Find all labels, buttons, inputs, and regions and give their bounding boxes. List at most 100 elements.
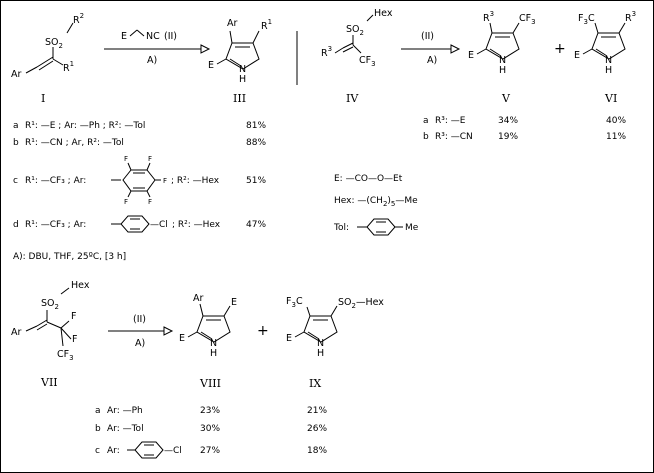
svg-text:b: b — [95, 424, 101, 434]
svg-text:Ar: Ar — [11, 327, 21, 338]
svg-text:E: E — [208, 60, 214, 71]
svg-text:Ar: Ar — [193, 293, 203, 304]
svg-text:E: E — [286, 333, 292, 344]
reaction-arrow-1: A) — [104, 44, 211, 66]
svg-text:E: E — [121, 31, 127, 42]
legend-E: E: —CO—O—Et — [334, 174, 403, 184]
chlorophenyl-ring — [111, 215, 150, 233]
svg-text:Hex: Hex — [374, 8, 393, 19]
legend-Hex: Hex: —(CH2)5—Me — [334, 196, 418, 208]
svg-text:R³: —CN: R³: —CN — [435, 132, 473, 142]
svg-text:b: b — [13, 138, 19, 148]
compound-VI-label: VI — [604, 92, 617, 105]
svg-text:21%: 21% — [307, 406, 327, 416]
svg-text:R3: R3 — [625, 10, 636, 24]
svg-text:b: b — [423, 132, 429, 142]
reagent-II-1: E NC (II) — [121, 29, 177, 42]
r1-label: R1 — [63, 60, 74, 74]
svg-text:R¹: —CN ; Ar, R²: —Tol: R¹: —CN ; Ar, R²: —Tol — [25, 138, 124, 148]
conditions-note: A): DBU, THF, 25ºC, [3 h] — [13, 252, 126, 262]
svg-text:23%: 23% — [200, 406, 220, 416]
compound-VII-label: VII — [40, 376, 58, 389]
compound-IV-label: IV — [346, 92, 359, 105]
svg-text:Ar: —Ph: Ar: —Ph — [107, 406, 143, 416]
chlorophenyl-ring — [127, 441, 164, 459]
svg-text:11%: 11% — [606, 132, 626, 142]
svg-text:E: E — [468, 50, 474, 61]
table-row: a Ar: —Ph 23% 21% — [95, 406, 327, 416]
compound-VI: F3C R3 E N H VI — [574, 10, 636, 105]
table-row: d R¹: —CF₃ ; Ar: —Cl ; R²: —Hex 47% — [13, 215, 266, 233]
compound-I: Ar SO2 R2 R1 I — [11, 12, 84, 105]
compound-VIII-label: VIII — [199, 377, 221, 390]
svg-text:d: d — [13, 220, 19, 230]
svg-text:; R²: —Hex: ; R²: —Hex — [172, 220, 221, 230]
so2-label: SO2 — [45, 37, 63, 50]
svg-text:51%: 51% — [246, 176, 266, 186]
svg-text:N: N — [210, 338, 217, 349]
legend-Tol: Tol: — [333, 223, 349, 233]
svg-text:A): A) — [135, 338, 145, 349]
svg-text:a: a — [423, 116, 429, 126]
reaction-arrow-3: (II) A) — [108, 314, 174, 349]
svg-text:40%: 40% — [606, 116, 626, 126]
svg-text:F: F — [148, 198, 152, 206]
svg-text:a: a — [95, 406, 101, 416]
svg-text:SO2—Hex: SO2—Hex — [338, 297, 384, 310]
svg-text:(II): (II) — [164, 31, 177, 42]
table-row: a R³: —E 34% 40% — [423, 116, 626, 126]
svg-text:SO2: SO2 — [346, 24, 364, 37]
svg-text:a: a — [13, 121, 19, 131]
svg-text:A): A) — [147, 55, 157, 66]
compound-VII: Ar SO2 Hex F F CF3 VII — [11, 280, 90, 389]
table-3: a Ar: —Ph 23% 21% b Ar: —Tol 30% 26% c A… — [95, 406, 327, 459]
svg-text:H: H — [317, 348, 324, 359]
table-1: a R¹: —E ; Ar: —Ph ; R²: —Tol 81% b R¹: … — [13, 121, 266, 233]
svg-text:N: N — [605, 55, 612, 66]
svg-text:N: N — [239, 64, 246, 75]
svg-text:c: c — [95, 446, 100, 456]
svg-text:Ar:: Ar: — [107, 446, 120, 456]
svg-text:A): A) — [427, 55, 437, 66]
table-row: b Ar: —Tol 30% 26% — [95, 424, 327, 434]
compound-IV: R3 SO2 Hex CF3 IV — [321, 8, 393, 105]
svg-text:—Cl: —Cl — [150, 220, 168, 230]
svg-text:47%: 47% — [246, 220, 266, 230]
svg-text:R3: R3 — [321, 45, 332, 59]
svg-text:N: N — [317, 338, 324, 349]
compound-IX: F3C SO2—Hex E N H IX — [286, 296, 384, 390]
svg-text:18%: 18% — [307, 446, 327, 456]
svg-text:27%: 27% — [200, 446, 220, 456]
svg-text:F: F — [72, 334, 77, 345]
pentafluorophenyl-ring: F F F F F — [111, 155, 167, 206]
table-row: b R¹: —CN ; Ar, R²: —Tol 88% — [13, 138, 266, 148]
svg-text:34%: 34% — [498, 116, 518, 126]
reaction-arrow-2: (II) A) — [401, 31, 461, 66]
svg-text:88%: 88% — [246, 138, 266, 148]
svg-text:Hex: Hex — [71, 280, 90, 291]
svg-text:F: F — [71, 311, 76, 322]
svg-text:F: F — [163, 177, 167, 185]
svg-text:c: c — [13, 176, 18, 186]
svg-text:—Cl: —Cl — [164, 446, 182, 456]
table-2: a R³: —E 34% 40% b R³: —CN 19% 11% — [423, 116, 626, 142]
svg-text:Me: Me — [405, 223, 419, 233]
table-row: b R³: —CN 19% 11% — [423, 132, 626, 142]
plus-sign-1: + — [554, 41, 566, 57]
svg-text:E: E — [179, 333, 185, 344]
svg-text:H: H — [605, 65, 612, 76]
svg-text:E: E — [574, 50, 580, 61]
svg-text:CF3: CF3 — [57, 349, 74, 362]
svg-text:F3C: F3C — [286, 296, 303, 309]
svg-text:H: H — [239, 74, 246, 85]
svg-text:; R²: —Hex: ; R²: —Hex — [171, 176, 220, 186]
svg-text:R¹: —CF₃ ; Ar:: R¹: —CF₃ ; Ar: — [25, 220, 86, 230]
svg-text:(II): (II) — [421, 31, 434, 42]
svg-text:F: F — [124, 155, 128, 163]
svg-text:R¹: —E ; Ar: —Ph ; R²: —Tol: R¹: —E ; Ar: —Ph ; R²: —Tol — [25, 121, 145, 131]
svg-text:N: N — [499, 55, 506, 66]
svg-text:Ar: Ar — [227, 18, 237, 29]
svg-text:R3: R3 — [483, 10, 494, 24]
